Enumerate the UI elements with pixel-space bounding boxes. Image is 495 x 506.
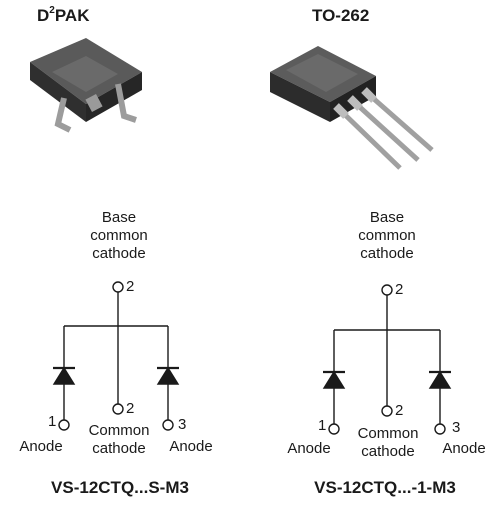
to262-left-pin-terminal	[328, 423, 340, 435]
to262-top-label-line1: Base	[369, 209, 405, 226]
d2pak-pin-left-number: 1	[48, 413, 57, 430]
d2pak-package-title: D2PAK	[37, 5, 90, 26]
d2pak-label-common-cathode: Common cathode	[76, 422, 162, 458]
d2pak-label-anode-left: Anode	[19, 438, 63, 455]
d2pak-top-label: Base common cathode	[78, 209, 160, 263]
d2pak-top-label-line3: cathode	[92, 245, 146, 262]
to262-top-label-line2: common	[358, 227, 416, 244]
d2pak-diode-left	[52, 366, 76, 385]
d2pak-top-pin-terminal	[112, 281, 124, 293]
to262-label-common-cathode: Common cathode	[345, 425, 431, 461]
to262-top-label-line3: cathode	[360, 245, 414, 262]
d2pak-top-label-line2: common	[90, 227, 148, 244]
d2pak-part-number: VS-12CTQ...S-M3	[51, 478, 189, 497]
to262-diode-right	[428, 370, 452, 389]
to262-label-mid-line2: cathode	[361, 443, 415, 460]
d2pak-title-suffix: PAK	[54, 6, 90, 25]
to262-package-title: TO-262	[312, 6, 370, 25]
d2pak-top-label-line1: Base	[101, 209, 137, 226]
d2pak-schematic	[52, 281, 180, 431]
d2pak-mid-pin-terminal	[112, 403, 124, 415]
to262-label-anode-left: Anode	[287, 440, 331, 457]
d2pak-label-mid-line2: cathode	[92, 440, 146, 457]
d2pak-right-pin-terminal	[162, 419, 174, 431]
d2pak-label-anode-right: Anode	[169, 438, 213, 455]
to262-label-anode-right: Anode	[442, 440, 486, 457]
to262-pin-mid-number: 2	[395, 402, 404, 419]
d2pak-top-pin-number: 2	[126, 278, 135, 295]
to262-part-number: VS-12CTQ...-1-M3	[314, 478, 456, 497]
to262-pin-right-number: 3	[452, 419, 461, 436]
to262-package-image	[270, 46, 434, 170]
to262-top-label: Base common cathode	[346, 209, 428, 263]
d2pak-pin-mid-number: 2	[126, 400, 135, 417]
to262-label-mid-line1: Common	[357, 425, 419, 442]
to262-diode-left	[322, 370, 346, 389]
to262-top-pin-terminal	[381, 284, 393, 296]
d2pak-title-superscript: 2	[49, 5, 55, 17]
d2pak-pin-right-number: 3	[178, 416, 187, 433]
to262-schematic	[322, 284, 452, 435]
to262-top-pin-number: 2	[395, 281, 404, 298]
d2pak-package-image	[30, 38, 142, 133]
d2pak-left-pin-terminal	[58, 419, 70, 431]
d2pak-title-prefix: D	[37, 6, 50, 25]
to262-pin-left-number: 1	[318, 417, 327, 434]
d2pak-diode-right	[156, 366, 180, 385]
to262-right-pin-terminal	[434, 423, 446, 435]
to262-mid-pin-terminal	[381, 405, 393, 417]
d2pak-label-mid-line1: Common	[88, 422, 150, 439]
